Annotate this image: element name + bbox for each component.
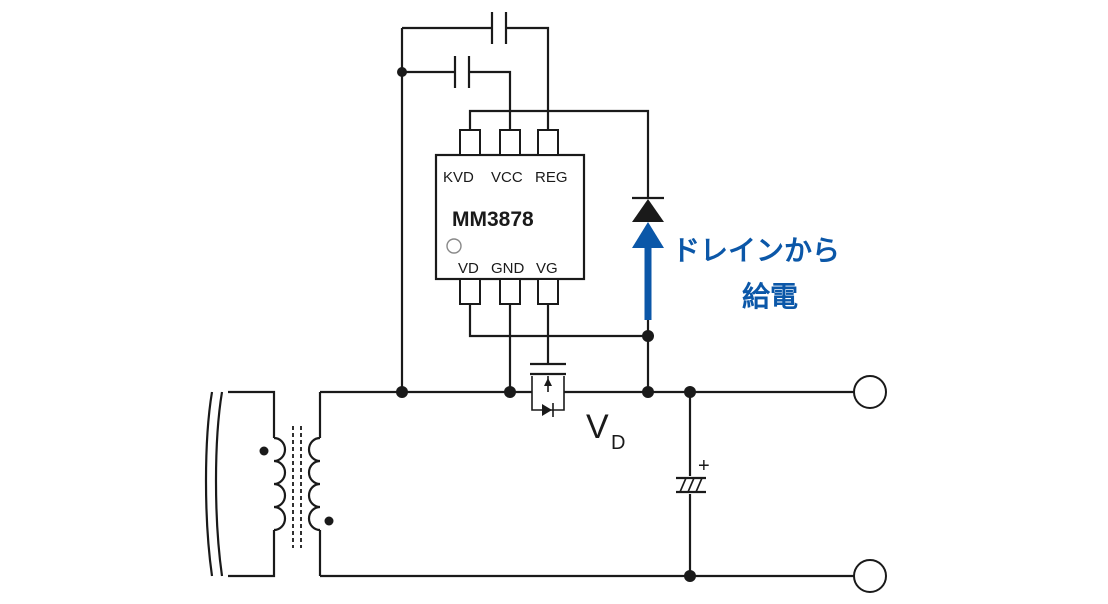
annotation-line1: ドレインから xyxy=(672,234,840,267)
junction-dot xyxy=(396,386,408,398)
chip-name: MM3878 xyxy=(452,208,534,231)
pin-label-reg: REG xyxy=(535,169,568,186)
drain-feed-arrow xyxy=(632,222,664,320)
ic-chip: KVD VCC REG MM3878 VD GND VG xyxy=(434,129,586,305)
output-capacitor: + xyxy=(676,455,710,494)
pin-label-kvd: KVD xyxy=(443,169,474,186)
junction-dot xyxy=(504,386,516,398)
vcc-capacitor xyxy=(453,56,471,88)
vd-label: V xyxy=(586,408,609,446)
polarity-dot xyxy=(259,446,269,456)
kvd-rail-wires xyxy=(400,26,650,392)
top-capacitor xyxy=(490,12,508,44)
output-terminal-negative xyxy=(853,559,887,593)
cap-plus-sign: + xyxy=(698,455,710,477)
junction-dot xyxy=(684,570,696,582)
transformer xyxy=(204,390,334,578)
vd-subscript: D xyxy=(611,432,625,454)
pin-label-vcc: VCC xyxy=(491,169,523,186)
junction-dot xyxy=(642,330,654,342)
bottom-pin-wires xyxy=(468,304,650,392)
main-bus xyxy=(318,390,854,578)
junction-dot xyxy=(397,67,407,77)
pin1-marker xyxy=(446,238,462,254)
diode xyxy=(632,196,664,222)
pin-label-vg: VG xyxy=(536,260,558,277)
junction-dot xyxy=(684,386,696,398)
junction-dot xyxy=(642,386,654,398)
output-terminal-positive xyxy=(853,375,887,409)
annotation-line2: 給電 xyxy=(742,280,798,313)
pin-label-gnd: GND xyxy=(491,260,525,277)
pin-label-vd: VD xyxy=(458,260,479,277)
polarity-dot xyxy=(324,516,334,526)
mosfet xyxy=(530,362,566,417)
